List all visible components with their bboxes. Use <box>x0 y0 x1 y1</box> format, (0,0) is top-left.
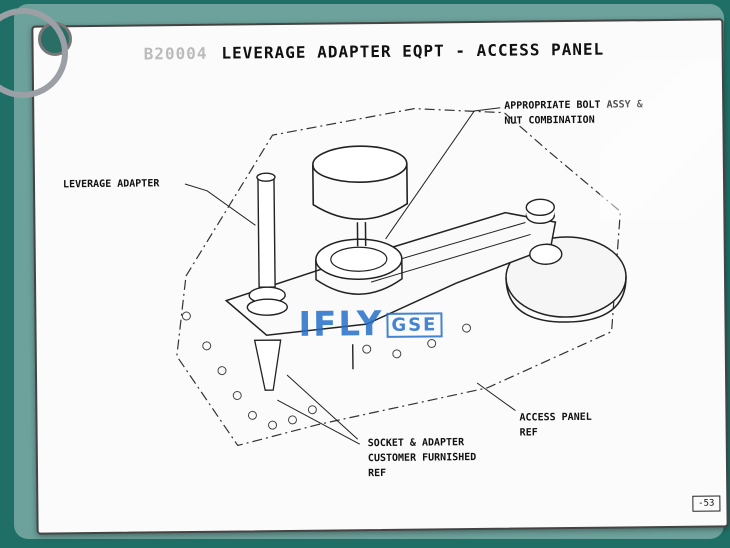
access-panel-outline <box>176 108 621 447</box>
socket-adapter-label: SOCKET & ADAPTER CUSTOMER FURNISHED REF <box>367 437 477 480</box>
access-panel-label: ACCESS PANEL REF <box>519 411 592 439</box>
technical-drawing <box>176 107 627 447</box>
watermark-suffix: GSE <box>386 312 443 338</box>
watermark-brand: IFLY <box>298 303 384 345</box>
leader-lines <box>184 107 516 445</box>
bolt-assy-label: APPROPRIATE BOLT ASSY & NUT COMBINATION <box>504 99 643 127</box>
page-number: -53 <box>692 495 721 512</box>
leverage-adapter-shaft <box>257 176 276 288</box>
leverage-adapter-label: LEVERAGE ADAPTER <box>62 178 160 191</box>
nut-cylinder <box>312 145 408 184</box>
binder-ring <box>0 8 68 98</box>
socket <box>253 339 282 391</box>
